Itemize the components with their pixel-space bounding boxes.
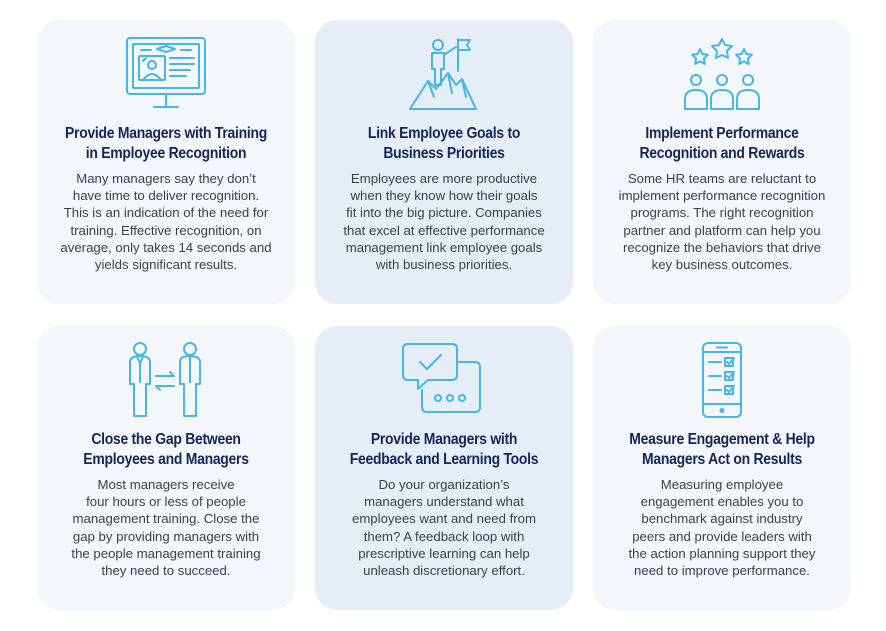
card-body: Do your organization’s managers understa… [351,477,536,579]
feedback-chat-icon [315,340,573,420]
monitor-training-icon [37,34,295,114]
card-feedback-tools: Provide Managers with Feedback and Learn… [315,326,573,610]
card-title: Measure Engagement & Help Managers Act o… [629,431,815,468]
card-body: Measuring employee engagement enables yo… [628,477,816,579]
summit-flag-icon [315,34,573,114]
card-title: Close the Gap Between Employees and Mana… [83,431,249,468]
card-body: Many managers say they don’t have time t… [60,171,272,273]
team-stars-icon [593,34,851,114]
card-title: Link Employee Goals to Business Prioriti… [367,125,521,162]
card-close-gap: Close the Gap Between Employees and Mana… [37,326,295,610]
card-performance-recognition: Implement Performance Recognition and Re… [593,20,851,304]
card-body: Some HR teams are reluctant to implement… [618,171,826,273]
card-title: Implement Performance Recognition and Re… [639,125,805,162]
card-measure-engagement: Measure Engagement & Help Managers Act o… [593,326,851,610]
card-manager-training: Provide Managers with Training in Employ… [37,20,295,304]
manager-employee-exchange-icon [37,340,295,420]
card-title: Provide Managers with Training in Employ… [65,125,267,162]
card-title: Provide Managers with Feedback and Learn… [349,431,539,468]
phone-checklist-icon [593,340,851,420]
card-body: Employees are more productive when they … [343,171,545,273]
card-link-goals: Link Employee Goals to Business Prioriti… [315,20,573,304]
card-body: Most managers receive four hours or less… [71,477,261,579]
